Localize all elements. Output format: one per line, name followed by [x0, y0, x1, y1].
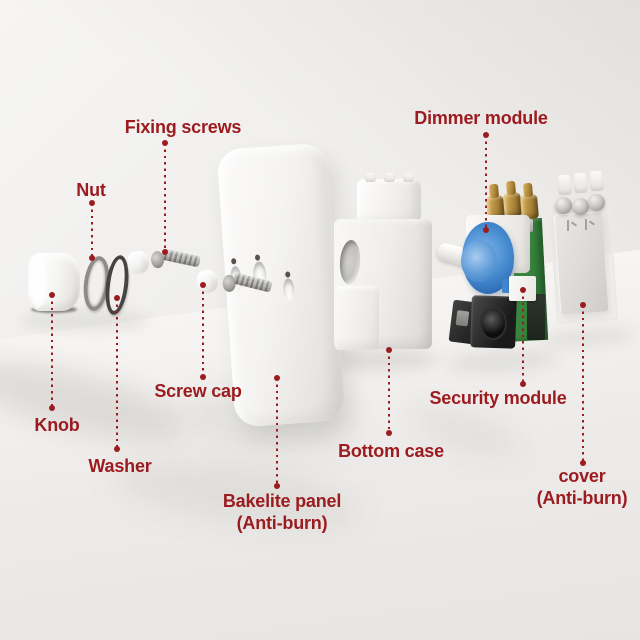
cover-screw: [555, 197, 572, 214]
cover-slot: [567, 220, 577, 231]
cover-screw: [588, 194, 605, 211]
leader-washer: [116, 298, 118, 449]
label-security-module: Security module: [429, 388, 567, 408]
leader-dimmer-module: [485, 135, 487, 230]
cover-slot: [585, 219, 595, 230]
cover-clip: [573, 172, 588, 194]
knob-part: [28, 253, 80, 311]
cover-screw: [572, 198, 589, 215]
label-washer: Washer: [88, 456, 152, 476]
panel-hole: [254, 254, 261, 261]
security-module-chip: [502, 279, 511, 293]
terminal-bump: [403, 173, 414, 182]
label-fixing-screws: Fixing screws: [124, 117, 242, 137]
leader-security-module: [522, 290, 524, 384]
dark-component: [527, 294, 545, 340]
panel-hole: [285, 271, 291, 278]
label-bakelite-panel-line1: Bakelite panel: [222, 491, 342, 511]
leader-bottom-case: [388, 350, 390, 433]
leader-bakelite-panel: [276, 378, 278, 486]
terminal-bump: [365, 173, 376, 182]
label-dimmer-module: Dimmer module: [414, 108, 548, 128]
leader-screw-cap: [202, 285, 204, 377]
label-cover: cover (Anti-burn): [537, 465, 628, 509]
label-bakelite-panel: Bakelite panel (Anti-burn): [223, 490, 341, 534]
label-cover-line2: (Anti-burn): [536, 488, 628, 508]
fixing-screw-part-2: [222, 272, 274, 293]
label-bottom-case: Bottom case: [338, 441, 444, 461]
label-nut: Nut: [76, 180, 106, 200]
label-bakelite-panel-line2: (Anti-burn): [236, 513, 328, 533]
label-cover-line1: cover: [558, 466, 606, 486]
cover-clip: [557, 174, 572, 196]
leader-fixing-screws: [164, 143, 166, 252]
capacitor-block: [470, 295, 517, 349]
terminal-bump: [384, 173, 395, 182]
fixing-screw-part: [150, 248, 201, 269]
brass-terminal: [502, 192, 523, 218]
bottom-case-terminal-block: [357, 173, 421, 223]
leader-knob: [51, 295, 53, 408]
panel-hole: [231, 258, 237, 265]
potentiometer-cone: [461, 240, 497, 282]
leader-nut: [91, 203, 93, 258]
cover-part: [553, 211, 609, 315]
bottom-case-front-block: [335, 286, 379, 350]
label-knob: Knob: [34, 415, 80, 435]
label-screw-cap: Screw cap: [154, 381, 242, 401]
panel-slot: [282, 278, 296, 301]
leader-cover: [582, 305, 584, 463]
cover-clip: [589, 170, 604, 192]
